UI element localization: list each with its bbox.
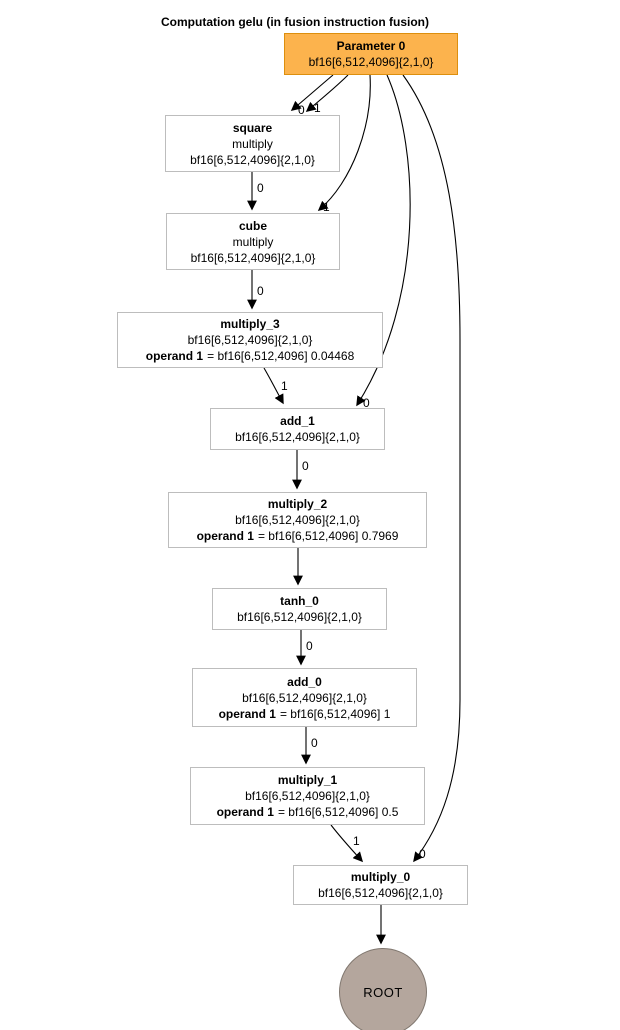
edge-label: 0	[363, 396, 370, 410]
node-add-0: add_0 bf16[6,512,4096]{2,1,0} operand 1=…	[192, 668, 417, 727]
node-title: Parameter 0	[336, 39, 406, 53]
node-add-1: add_1 bf16[6,512,4096]{2,1,0}	[210, 408, 385, 450]
node-shape: bf16[6,512,4096]{2,1,0}	[190, 250, 316, 265]
edge-label: 0	[298, 103, 305, 117]
edge-parameter0-multiply0	[402, 74, 461, 863]
node-shape: bf16[6,512,4096]{2,1,0}	[235, 430, 360, 444]
node-shape: bf16[6,512,4096]{2,1,0}	[237, 610, 362, 624]
edge-label: 0	[306, 639, 313, 653]
node-title: add_1	[280, 414, 315, 428]
node-parameter-0: Parameter 0 bf16[6,512,4096]{2,1,0}	[284, 33, 458, 75]
edge-label: 0	[257, 284, 264, 298]
node-operand: operand 1= bf16[6,512,4096] 0.7969	[196, 529, 399, 543]
node-tanh-0: tanh_0 bf16[6,512,4096]{2,1,0}	[212, 588, 387, 630]
node-root: ROOT	[339, 948, 427, 1030]
node-operand: operand 1= bf16[6,512,4096] 0.5	[216, 805, 399, 819]
edge-label: 1	[323, 200, 330, 214]
node-square: square multiply bf16[6,512,4096]{2,1,0}	[165, 115, 340, 172]
graph-title: Computation gelu (in fusion instruction …	[161, 15, 429, 29]
node-shape: bf16[6,512,4096]{2,1,0}	[187, 333, 313, 347]
node-operand: operand 1= bf16[6,512,4096] 1	[218, 706, 391, 721]
node-op: multiply	[232, 234, 274, 249]
node-title: square	[232, 120, 273, 135]
node-shape: bf16[6,512,4096]{2,1,0}	[318, 886, 443, 900]
node-title: multiply_0	[350, 870, 411, 884]
node-multiply-1: multiply_1 bf16[6,512,4096]{2,1,0} opera…	[190, 767, 425, 825]
node-title: multiply_2	[267, 497, 328, 511]
node-multiply-3: multiply_3 bf16[6,512,4096]{2,1,0} opera…	[117, 312, 383, 368]
node-title: tanh_0	[280, 594, 319, 608]
node-shape: bf16[6,512,4096]{2,1,0}	[235, 513, 360, 527]
node-shape: bf16[6,512,4096]{2,1,0}	[190, 152, 315, 167]
edge-label: 0	[302, 459, 309, 473]
edge-label: 1	[281, 379, 288, 393]
node-shape: bf16[6,512,4096]{2,1,0}	[308, 55, 434, 69]
node-title: multiply_3	[220, 317, 280, 331]
node-multiply-2: multiply_2 bf16[6,512,4096]{2,1,0} opera…	[168, 492, 427, 548]
node-operand: operand 1= bf16[6,512,4096] 0.04468	[145, 349, 355, 363]
node-shape: bf16[6,512,4096]{2,1,0}	[245, 789, 370, 803]
edge-label: 1	[314, 101, 321, 115]
node-title: add_0	[287, 674, 322, 689]
edge-label: 0	[311, 736, 318, 750]
root-label: ROOT	[363, 984, 403, 1000]
node-shape: bf16[6,512,4096]{2,1,0}	[242, 690, 367, 705]
node-title: cube	[238, 218, 267, 233]
edge-label: 0	[419, 847, 426, 861]
node-op: multiply	[232, 136, 273, 151]
node-multiply-0: multiply_0 bf16[6,512,4096]{2,1,0}	[293, 865, 468, 905]
edge-label: 0	[257, 181, 264, 195]
edge-label: 1	[353, 834, 360, 848]
node-cube: cube multiply bf16[6,512,4096]{2,1,0}	[166, 213, 340, 270]
node-title: multiply_1	[277, 773, 338, 787]
